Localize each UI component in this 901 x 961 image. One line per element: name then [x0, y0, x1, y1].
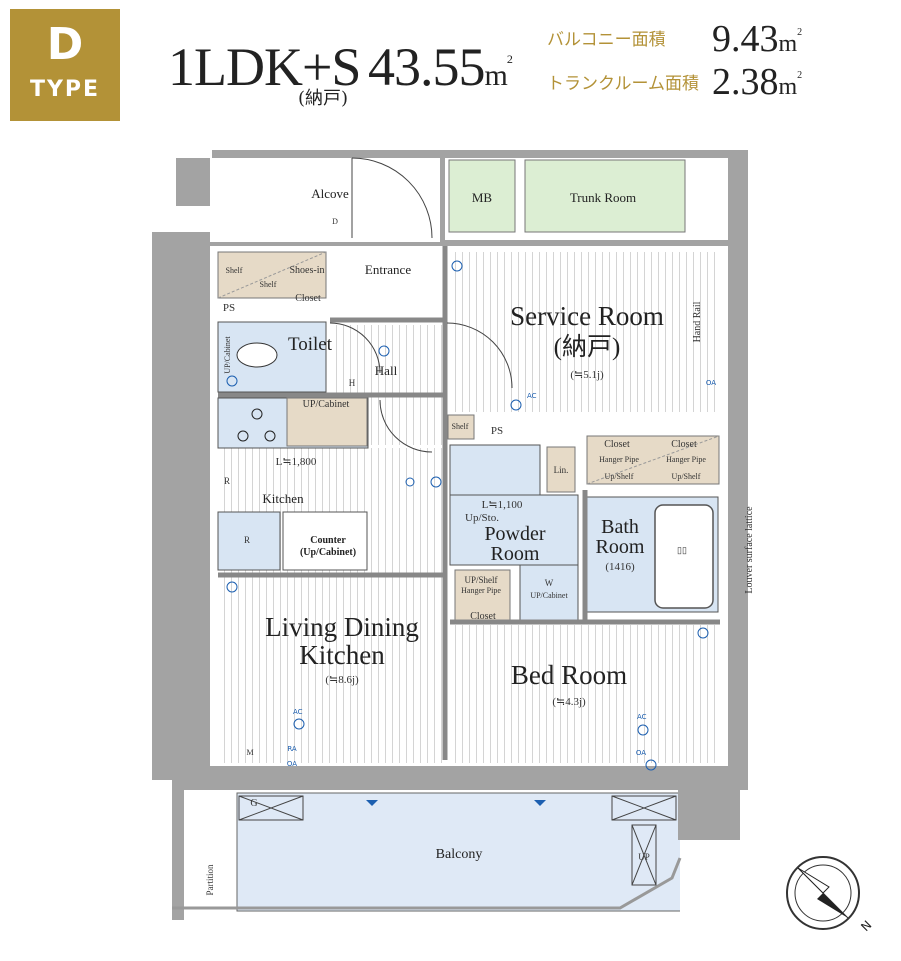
- balcony-area: 9.43m2: [712, 20, 802, 58]
- label-service-room-note: (納戸): [554, 333, 621, 361]
- total-area: 43.55m2: [368, 37, 513, 97]
- trunk-area-label: トランクルーム面積: [547, 74, 699, 94]
- label-hand-rail: Hand Rail: [692, 301, 703, 342]
- label-ac-bed: AC: [637, 713, 647, 721]
- trunk-area-unit: m2: [778, 70, 803, 100]
- label-r-box: R: [224, 476, 230, 486]
- label-ps-1: PS: [223, 302, 235, 314]
- label-up-balcony: UP: [638, 852, 650, 862]
- label-service-room: Service Room: [510, 301, 664, 331]
- balcony-area-value: 9.43: [712, 18, 779, 60]
- label-balcony: Balcony: [436, 847, 483, 862]
- label-entrance: Entrance: [365, 262, 411, 277]
- label-ldk-line1: Living Dining: [265, 612, 419, 642]
- label-closet-service-2: Closet: [671, 439, 697, 450]
- label-bath-line2: Room: [596, 536, 645, 558]
- label-shelf-2: Shelf: [260, 280, 277, 289]
- label-closet-service-1: Closet: [604, 439, 630, 450]
- type-badge: D TYPE: [10, 9, 120, 121]
- label-shelf-1: Shelf: [226, 266, 243, 275]
- label-up-cabinet-kitchen: UP/Cabinet: [303, 399, 350, 410]
- badge-letter: D: [46, 19, 84, 70]
- toilet-bowl: [236, 342, 278, 368]
- label-oa-2: OA: [636, 749, 646, 757]
- label-trunk-room: Trunk Room: [570, 190, 636, 205]
- label-r-kitchen: R: [244, 535, 250, 545]
- label-oa-1: OA: [287, 760, 297, 768]
- label-up-cabinet-toilet: UP/Cabinet: [223, 336, 232, 374]
- outlet-symbols: [226, 260, 709, 771]
- label-ac-ldk: AC: [293, 708, 303, 716]
- label-oa-3: OA: [706, 379, 716, 387]
- label-ac-service: AC: [527, 392, 537, 400]
- label-g: G: [250, 798, 257, 809]
- label-ps-2: PS: [491, 425, 503, 437]
- label-powder-length: L≒1,100: [482, 499, 523, 511]
- compass-north: N: [858, 918, 874, 934]
- label-hanger-pipe-2: Hanger Pipe: [666, 455, 706, 464]
- label-toilet: Toilet: [288, 334, 333, 355]
- label-closet-bed: Closet: [470, 611, 496, 622]
- layout-note: (納戸): [298, 88, 349, 109]
- room-labels: Alcove MB Trunk Room Entrance Service Ro…: [262, 186, 663, 862]
- trunk-mb-areas: [448, 159, 686, 233]
- label-powder-line1: Powder: [484, 523, 545, 545]
- storage-areas: [217, 251, 720, 623]
- label-w: W: [545, 578, 554, 588]
- door-swings: [329, 157, 513, 453]
- balcony-area-label: バルコニー面積: [547, 30, 666, 50]
- label-ldk-size: (≒8.6j): [325, 674, 359, 686]
- label-kitchen-length: L≒1,800: [276, 456, 317, 468]
- layout-type: 1LDK+S: [168, 37, 361, 97]
- label-up-shelf-2: Up/Shelf: [672, 472, 701, 481]
- label-counter-sub: (Up/Cabinet): [300, 547, 356, 558]
- label-bed-size: (≒4.3j): [552, 696, 586, 708]
- label-hall: Hall: [375, 363, 398, 378]
- fixture-labels: Shelf Shelf Shoes-in Closet PS PS Shelf …: [205, 217, 755, 896]
- label-closet-entry: Closet: [295, 293, 321, 304]
- trunk-area-value: 2.38: [712, 61, 779, 103]
- badge-word: TYPE: [29, 77, 101, 102]
- label-bed-room: Bed Room: [511, 660, 627, 690]
- label-partition: Partition: [205, 864, 215, 895]
- label-bath-line1: Bath: [601, 516, 639, 538]
- label-up-shelf-bed: UP/Shelf: [464, 575, 497, 585]
- label-powder-line2: Room: [491, 543, 540, 565]
- label-lin: Lin.: [554, 465, 569, 475]
- label-d: D: [332, 217, 338, 226]
- label-up-shelf-1: Up/Shelf: [605, 472, 634, 481]
- label-hanger-pipe-bed: Hanger Pipe: [461, 586, 501, 595]
- compass-rose: N: [786, 856, 874, 934]
- stove-burners: [237, 408, 276, 442]
- label-ra: RA: [287, 745, 297, 753]
- label-kitchen: Kitchen: [262, 491, 304, 506]
- label-hanger-pipe-1: Hanger Pipe: [599, 455, 639, 464]
- label-ldk-line2: Kitchen: [299, 640, 385, 670]
- label-m: M: [246, 748, 253, 757]
- label-mb: MB: [472, 190, 493, 205]
- total-area-value: 43.55: [368, 37, 485, 97]
- balcony-frames: [172, 790, 740, 920]
- label-service-room-size: (≒5.1j): [570, 369, 604, 381]
- label-shelf-hall: Shelf: [452, 422, 469, 431]
- interior-walls: [218, 246, 720, 760]
- label-up-cabinet-w: UP/Cabinet: [530, 591, 568, 600]
- balcony-area-unit: m2: [778, 27, 803, 57]
- label-bath-size: (1416): [605, 561, 635, 573]
- label-alcove: Alcove: [311, 186, 349, 201]
- total-area-unit: m2: [484, 52, 513, 92]
- trunk-area: 2.38m2: [712, 63, 802, 101]
- label-bath-icon: ▯▯: [677, 545, 687, 555]
- label-shoes-in: Shoes-in: [290, 265, 325, 276]
- label-counter: Counter: [310, 535, 346, 546]
- label-louver: Louver surface lattice: [744, 506, 755, 594]
- label-h: H: [349, 378, 356, 388]
- label-powder-sto: Up/Sto.: [465, 512, 499, 524]
